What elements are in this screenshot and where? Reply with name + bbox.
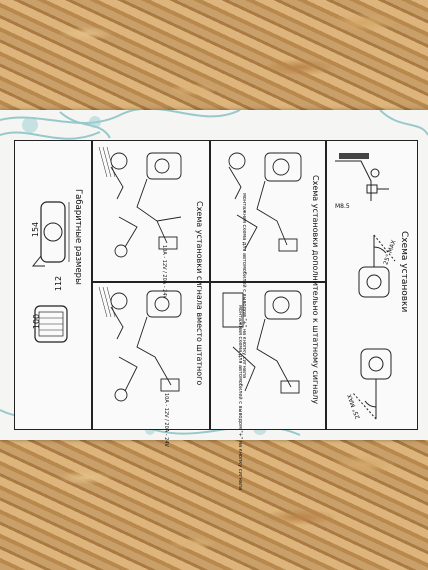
fuse-values-instead-top: 10A - 12V / 20A - 24V [161,245,167,299]
panel-row-divider [91,281,325,283]
dimension-depth: 100 [32,313,42,330]
mounting-angle-top-sketch [358,234,396,298]
panel-divider-3 [325,141,327,429]
mounting-angle-bottom-sketch [352,348,392,420]
diagram-panel: Габаритные размеры 154 112 100 Схема уст… [14,140,418,490]
fuse-values-instead-bottom: 10A - 12V / 20A - 24V [163,393,169,447]
mounting-bracket-sketch [335,153,389,201]
wiring-diagram-additional-top [228,152,302,252]
relay-note-top: монтажная схема для автомобилей с выводо… [241,193,247,379]
wiring-diagram-instead-top [98,147,182,258]
osb-board-background-bottom [0,438,428,570]
dimensions-title: Габаритные размеры [73,189,83,285]
wiring-diagram-additional-bottom [222,290,302,394]
horn-front-sketch [31,201,70,267]
horn-side-sketch [34,305,68,343]
install-instead-title: Схема установки сигнала вместо штатного [195,201,204,386]
dimension-height: 154 [31,221,41,238]
dimension-width: 112 [54,275,64,292]
panel-divider-2 [209,141,211,429]
install-scheme-title: Схема установки [399,231,409,313]
install-additional-title: Схема установки дополнительно к штатному… [311,175,320,405]
osb-board-background-top [0,0,428,112]
panel-divider-1 [91,141,93,429]
wiring-diagram-instead-bottom [98,287,182,402]
bolt-size-label: M8.5 [335,203,350,210]
relay-note-bottom: монтажная схема для автомобилей с выводо… [237,305,243,491]
